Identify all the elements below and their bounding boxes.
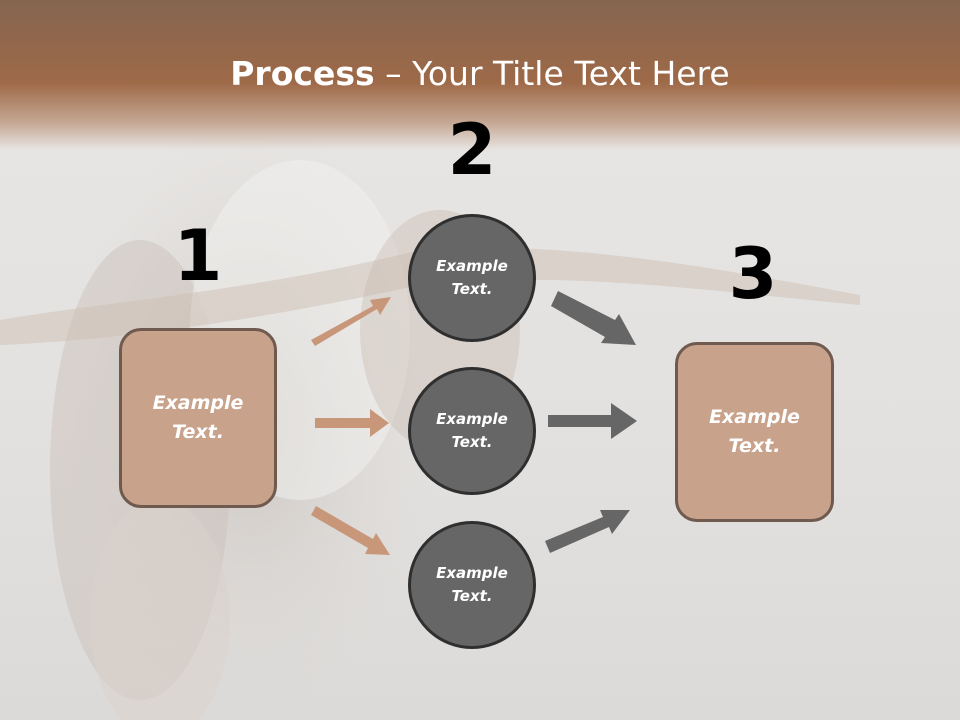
circle-middle-line2: Text. [451, 433, 493, 451]
title-rest: – Your Title Text Here [374, 54, 730, 93]
right-text-box[interactable]: Example Text. [675, 342, 834, 522]
step-number-2: 2 [447, 109, 497, 191]
slide-title[interactable]: Process – Your Title Text Here [0, 52, 960, 96]
title-band [0, 0, 960, 150]
circle-bottom[interactable]: Example Text. [408, 521, 536, 649]
right-box-line2: Text. [728, 435, 781, 457]
left-box-line2: Text. [172, 421, 224, 443]
circle-top-line2: Text. [451, 280, 493, 298]
circle-top-line1: Example [436, 257, 508, 275]
right-box-line1: Example [709, 406, 800, 428]
circle-bottom-line1: Example [436, 564, 508, 582]
step-number-1: 1 [173, 215, 223, 297]
title-bold: Process [230, 54, 375, 93]
circle-middle[interactable]: Example Text. [408, 367, 536, 495]
left-box-line1: Example [152, 392, 244, 414]
circle-middle-line1: Example [436, 410, 508, 428]
circle-bottom-line2: Text. [451, 587, 493, 605]
step-number-3: 3 [728, 233, 778, 315]
left-text-box[interactable]: Example Text. [119, 328, 277, 508]
circle-top[interactable]: Example Text. [408, 214, 536, 342]
